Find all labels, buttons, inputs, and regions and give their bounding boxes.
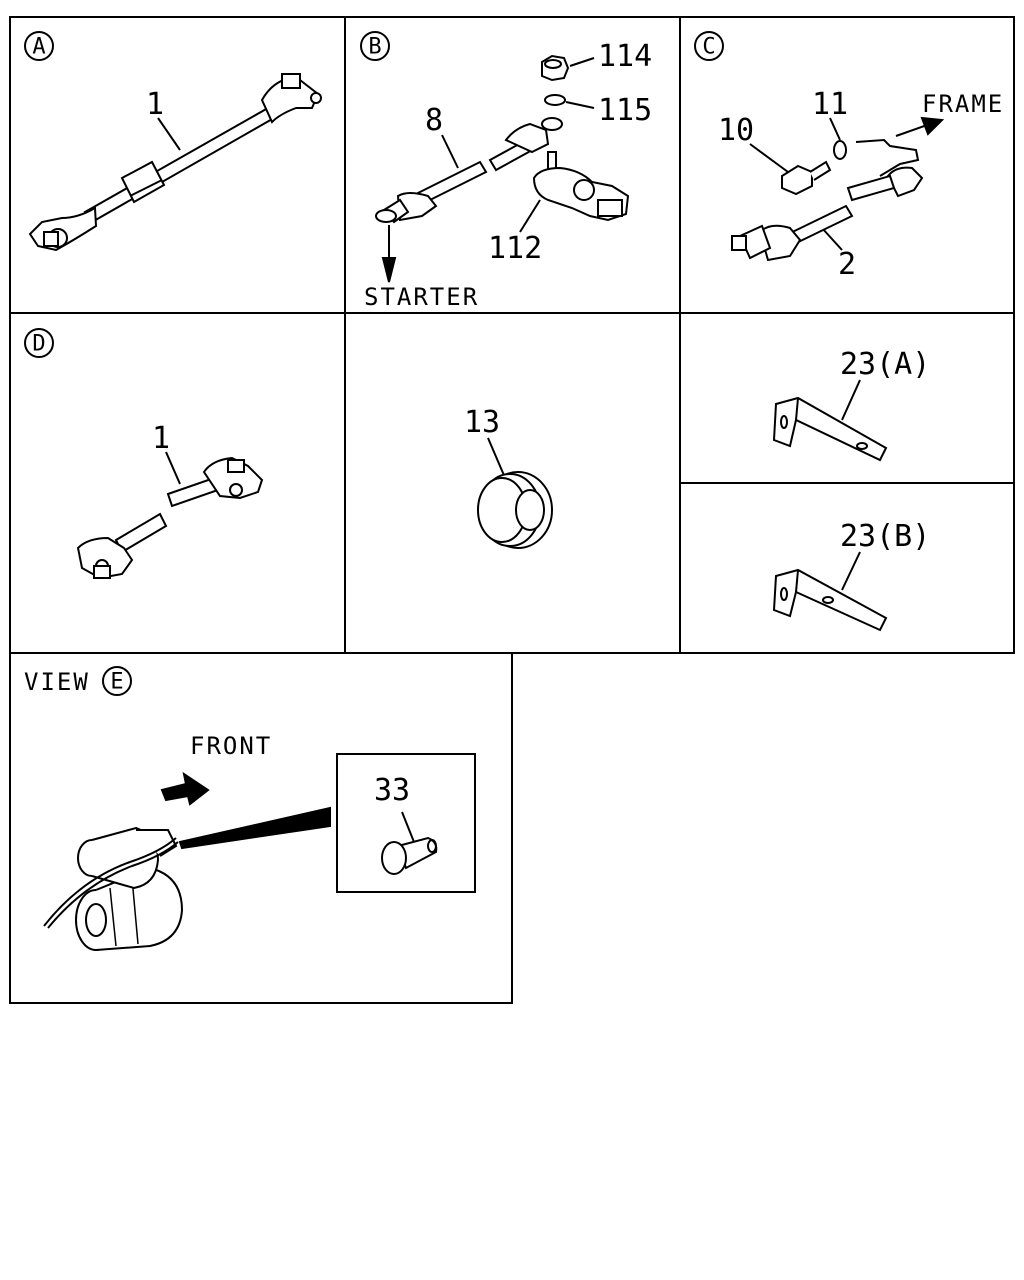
panel-a-circle — [24, 31, 54, 61]
view-e-title: VIEW — [24, 668, 90, 696]
panel-b-label-8: 8 — [425, 103, 443, 138]
leader-line — [401, 811, 415, 843]
leader-line — [157, 117, 181, 151]
washer-icon — [833, 140, 847, 160]
panel-view-e: VIEW E FRONT 33 — [24, 666, 476, 951]
leader-line — [441, 134, 459, 169]
leader-line — [565, 101, 595, 109]
panel-b: B 8 114 115 112 STARTER — [360, 31, 652, 311]
terminal-clamp-icon — [532, 151, 630, 222]
panel-bracket-a-label: 23(A) — [840, 347, 930, 382]
leader-line — [841, 551, 861, 591]
panel-d-circle — [24, 328, 54, 358]
panel-c-label-10: 10 — [718, 113, 754, 148]
cap-icon — [381, 836, 438, 875]
panel-c: C 10 11 2 FRAME — [694, 31, 1004, 282]
panel-grommet: 13 — [464, 405, 553, 549]
view-e-circle-label: E — [110, 670, 123, 695]
starter-cable — [375, 117, 563, 224]
leader-line — [749, 143, 789, 173]
bracket-b-icon — [772, 568, 888, 632]
panel-bracket-b-label: 23(B) — [840, 519, 930, 554]
view-e-circle — [102, 666, 132, 696]
grommet-icon — [477, 471, 553, 549]
inset-detail-box — [336, 753, 476, 893]
panel-a-circle-label: A — [32, 35, 45, 60]
leader-line — [569, 57, 595, 67]
panel-bracket-a: 23(A) — [772, 347, 930, 462]
nut-icon — [541, 54, 570, 82]
panel-c-circle — [694, 31, 724, 61]
panel-frames — [9, 16, 1015, 1004]
panel-b-label-114: 114 — [598, 39, 652, 74]
leader-line — [821, 227, 843, 251]
washer-icon — [544, 94, 566, 106]
panel-c-label-2: 2 — [838, 247, 856, 282]
panel-a-label-1: 1 — [146, 87, 164, 122]
panel-b-circle — [360, 31, 390, 61]
starter-motor-icon — [43, 826, 184, 951]
leader-line — [519, 199, 541, 233]
panel-d: D 1 — [24, 328, 264, 580]
front-arrow-icon — [160, 771, 210, 806]
leader-line — [829, 117, 841, 141]
panel-c-note-frame: FRAME — [922, 90, 1004, 118]
panel-b-label-115: 115 — [598, 93, 652, 128]
frame-arrow-icon — [895, 116, 945, 137]
callout-pointer — [178, 806, 331, 850]
panel-b-note-starter: STARTER — [364, 283, 479, 311]
panel-b-label-112: 112 — [488, 231, 542, 266]
view-e-note-front: FRONT — [190, 732, 272, 760]
view-e-label-33: 33 — [374, 773, 410, 808]
battery-cable-a — [28, 73, 322, 252]
bracket-a-icon — [772, 396, 888, 462]
down-arrow-icon — [381, 225, 397, 283]
panel-c-label-11: 11 — [812, 87, 848, 122]
leader-line — [165, 451, 181, 485]
panel-d-circle-label: D — [32, 332, 45, 357]
leader-line — [487, 437, 507, 481]
leader-line — [841, 379, 861, 421]
ground-cable — [731, 138, 924, 262]
panel-grommet-label-13: 13 — [464, 405, 500, 440]
panel-b-circle-label: B — [368, 35, 381, 60]
panel-bracket-b: 23(B) — [772, 519, 930, 632]
battery-cable-d — [76, 456, 264, 580]
panel-c-circle-label: C — [702, 35, 715, 60]
panel-d-label-1: 1 — [152, 421, 170, 456]
panel-a: A 1 — [24, 31, 322, 252]
bolt-icon — [781, 160, 832, 196]
